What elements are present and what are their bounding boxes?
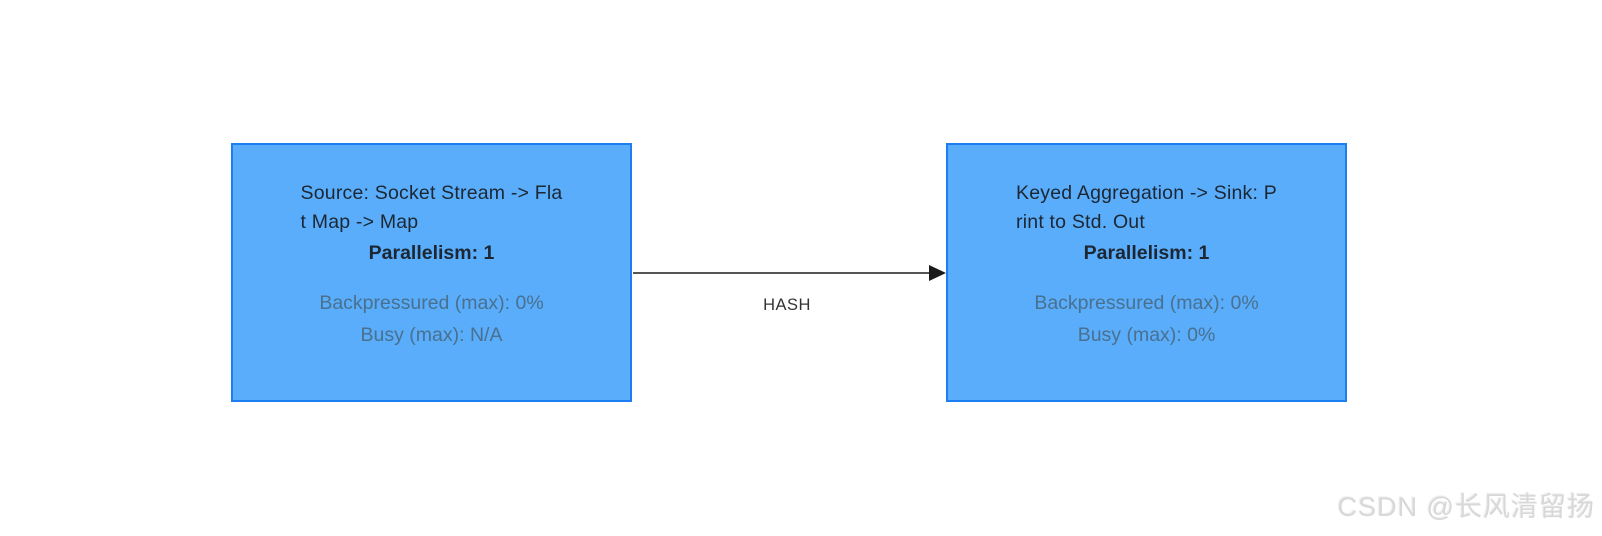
vertex-name-line: Keyed Aggregation -> Sink: P [1016,182,1277,204]
vertex-parallelism: Parallelism: 1 [1083,242,1210,264]
vertex-name-line: Source: Socket Stream -> Fla [300,182,563,204]
vertex-name-line: t Map -> Map [300,210,419,233]
edge-arrowhead-icon [929,265,946,281]
vertex-backpressured-stat: Backpressured (max): 0% [319,292,544,314]
vertex-name: Keyed Aggregation -> Sink: P rint to Std… [1016,179,1277,236]
vertex-busy-stat: Busy (max): N/A [360,324,503,346]
edge-label-hash: HASH [763,296,811,314]
edge-line [633,272,933,274]
vertex-parallelism: Parallelism: 1 [368,242,495,264]
vertex-name: Source: Socket Stream -> Fla t Map -> Ma… [301,179,563,236]
watermark-csdn: CSDN @长风清留扬 [1337,492,1595,522]
vertex-backpressured-stat: Backpressured (max): 0% [1034,292,1259,314]
job-vertex-sink[interactable]: Keyed Aggregation -> Sink: P rint to Std… [946,143,1347,402]
job-vertex-source[interactable]: Source: Socket Stream -> Fla t Map -> Ma… [231,143,632,402]
vertex-name-line: rint to Std. Out [1016,210,1145,233]
vertex-stats: Backpressured (max): 0% Busy (max): N/A [233,287,630,351]
vertex-stats: Backpressured (max): 0% Busy (max): 0% [948,287,1345,351]
vertex-busy-stat: Busy (max): 0% [1077,324,1216,346]
